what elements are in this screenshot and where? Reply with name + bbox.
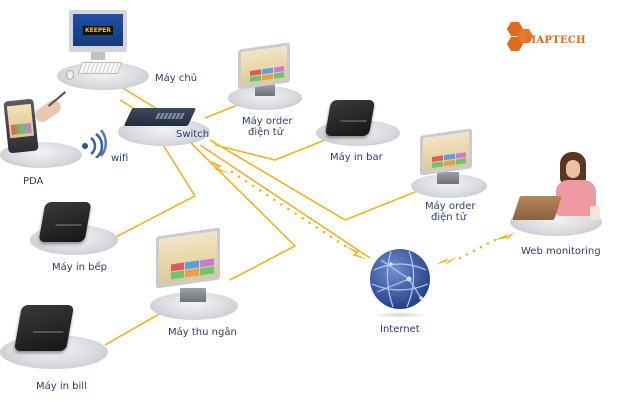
web-monitoring-label: Web monitoring	[521, 246, 601, 257]
bar-printer-label: Máy in bar	[330, 152, 383, 163]
desktop-computer-icon: KEEPER	[69, 10, 127, 52]
receipt-printer-icon	[38, 202, 92, 242]
person-body	[556, 180, 596, 216]
wireless-dot	[230, 170, 234, 174]
link-switch-bar-printer	[214, 137, 331, 161]
wifi-icon	[82, 129, 108, 158]
pos-terminal-icon	[420, 128, 472, 176]
wireless-dot	[258, 189, 262, 192]
link-switch-internet-wire	[199, 144, 371, 259]
lightning-icon	[208, 160, 230, 174]
wireless-dot	[479, 245, 483, 249]
wireless-dot	[244, 179, 248, 183]
link-switch-order-terminal-2	[209, 139, 421, 221]
wireless-dot	[315, 226, 319, 229]
link-switch-cashier	[189, 141, 297, 281]
wireless-dot	[266, 193, 269, 197]
mouse-icon	[66, 70, 74, 80]
hexagon-logo-icon	[507, 22, 533, 51]
laptop-user-icon	[512, 196, 562, 220]
network-switch-icon	[123, 108, 197, 126]
kitchen-printer-label: Máy in bếp	[52, 262, 107, 273]
wifi-label: wifi	[111, 153, 129, 164]
wireless-dot	[472, 249, 476, 253]
wireless-link-switch-internet	[230, 170, 347, 248]
pos-terminal-icon	[156, 227, 220, 289]
wireless-dot	[301, 216, 304, 220]
wireless-dot	[294, 212, 297, 215]
globe-icon	[370, 249, 430, 309]
wireless-dot	[273, 198, 276, 202]
lightning-icon	[345, 246, 368, 260]
wireless-dot	[486, 242, 490, 245]
receipt-printer-icon	[13, 305, 75, 351]
keyboard-icon	[77, 62, 123, 74]
order-terminal-2-label-line1: Máy order	[425, 201, 476, 212]
wireless-dot	[336, 240, 340, 243]
wireless-dot	[280, 203, 283, 206]
order-terminal-2-label-line2: điện tử	[431, 212, 467, 223]
cup-icon	[590, 206, 600, 220]
receipt-printer-icon	[324, 100, 376, 136]
brand-name: MAPTECH	[525, 35, 586, 46]
wireless-dot	[322, 230, 326, 234]
order-terminal-1-label-line2: điện tử	[248, 127, 284, 138]
person-face	[566, 160, 580, 178]
pos-terminal-icon	[238, 42, 290, 90]
wireless-dot	[251, 184, 255, 188]
wireless-link-internet-web	[458, 238, 497, 260]
wireless-dot	[458, 256, 462, 260]
wireless-dot	[287, 207, 290, 211]
order-terminal-1-label-line1: Máy order	[242, 116, 293, 127]
link-switch-kitchen-printer	[109, 139, 197, 241]
wireless-dot	[465, 253, 469, 256]
server-screen-brand: KEEPER	[83, 25, 113, 35]
internet-label: Internet	[380, 324, 420, 335]
lightning-icon	[435, 256, 458, 265]
lightning-icon	[495, 232, 515, 241]
cashier-label: Máy thu ngân	[168, 327, 237, 338]
pda-label: PDA	[23, 176, 44, 187]
switch-label: Switch	[176, 129, 210, 140]
server-label: Máy chủ	[155, 73, 198, 84]
wireless-dot	[308, 221, 311, 225]
wireless-dot	[329, 235, 333, 239]
wireless-dot	[237, 175, 241, 178]
bill-printer-label: Máy in bill	[36, 381, 87, 392]
pda-icon	[3, 98, 39, 154]
